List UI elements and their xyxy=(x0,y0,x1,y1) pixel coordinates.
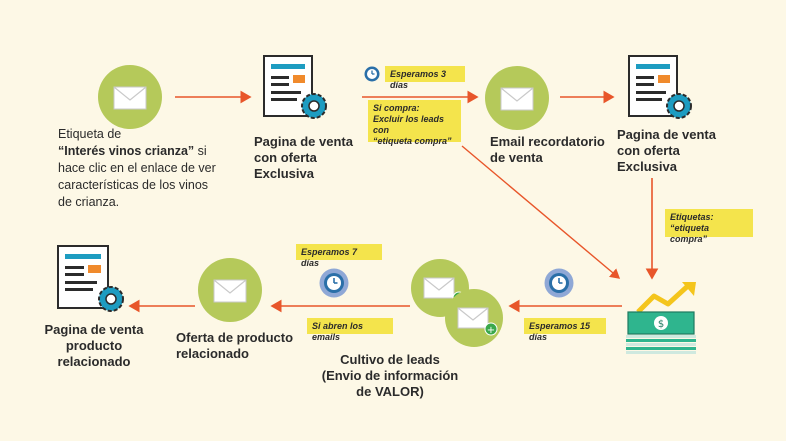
document-gear-icon xyxy=(57,245,124,312)
wait-3-days-note: Esperamos 3 días xyxy=(385,66,465,90)
nurture-label: Cultivo de leads (Envio de información d… xyxy=(321,352,459,399)
document-gear-icon xyxy=(628,55,692,119)
svg-text:+: + xyxy=(487,325,495,336)
sales-page-1-label: Pagina de venta con oferta Exclusiva xyxy=(254,134,353,181)
nurture-emails-node: + + xyxy=(411,259,503,347)
wait-15-days-note: Esperamos 15 días xyxy=(524,318,606,342)
sales-page-2-label: Pagina de venta con oferta Exclusiva xyxy=(617,127,716,174)
arrow-page1-to-money xyxy=(461,145,621,279)
related-page-label: Pagina de venta producto relacionado xyxy=(44,322,144,369)
svg-text:$: $ xyxy=(658,319,664,330)
stopwatch-icon xyxy=(544,268,574,298)
reminder-label: Email recordatorio de venta xyxy=(490,134,605,165)
if-open-note: Si abren los emails xyxy=(307,318,393,342)
envelope-icon xyxy=(423,277,455,299)
plus-icon xyxy=(484,322,498,336)
envelope-icon xyxy=(213,279,247,303)
wait-7-days-note: Esperamos 7 días xyxy=(296,244,382,268)
envelope-icon xyxy=(500,87,534,111)
envelope-icon xyxy=(113,86,147,110)
stopwatch-icon xyxy=(319,268,349,298)
envelope-icon xyxy=(457,307,489,329)
document-gear-icon xyxy=(263,55,327,119)
start-email-node xyxy=(98,65,162,129)
offer-email-node xyxy=(198,258,262,322)
offer-label: Oferta de producto relacionado xyxy=(176,330,294,361)
start-trigger-text: Etiqueta de “Interés vinos crianza” si h… xyxy=(58,127,216,209)
if-buy-note: Si compra: Excluir los leads con “etique… xyxy=(368,100,461,146)
reminder-email-node xyxy=(485,66,549,130)
money-stack-icon: $ xyxy=(626,282,696,354)
tags-note: Etiquetas: “etiqueta compra” xyxy=(665,209,753,244)
stopwatch-icon xyxy=(364,66,380,82)
